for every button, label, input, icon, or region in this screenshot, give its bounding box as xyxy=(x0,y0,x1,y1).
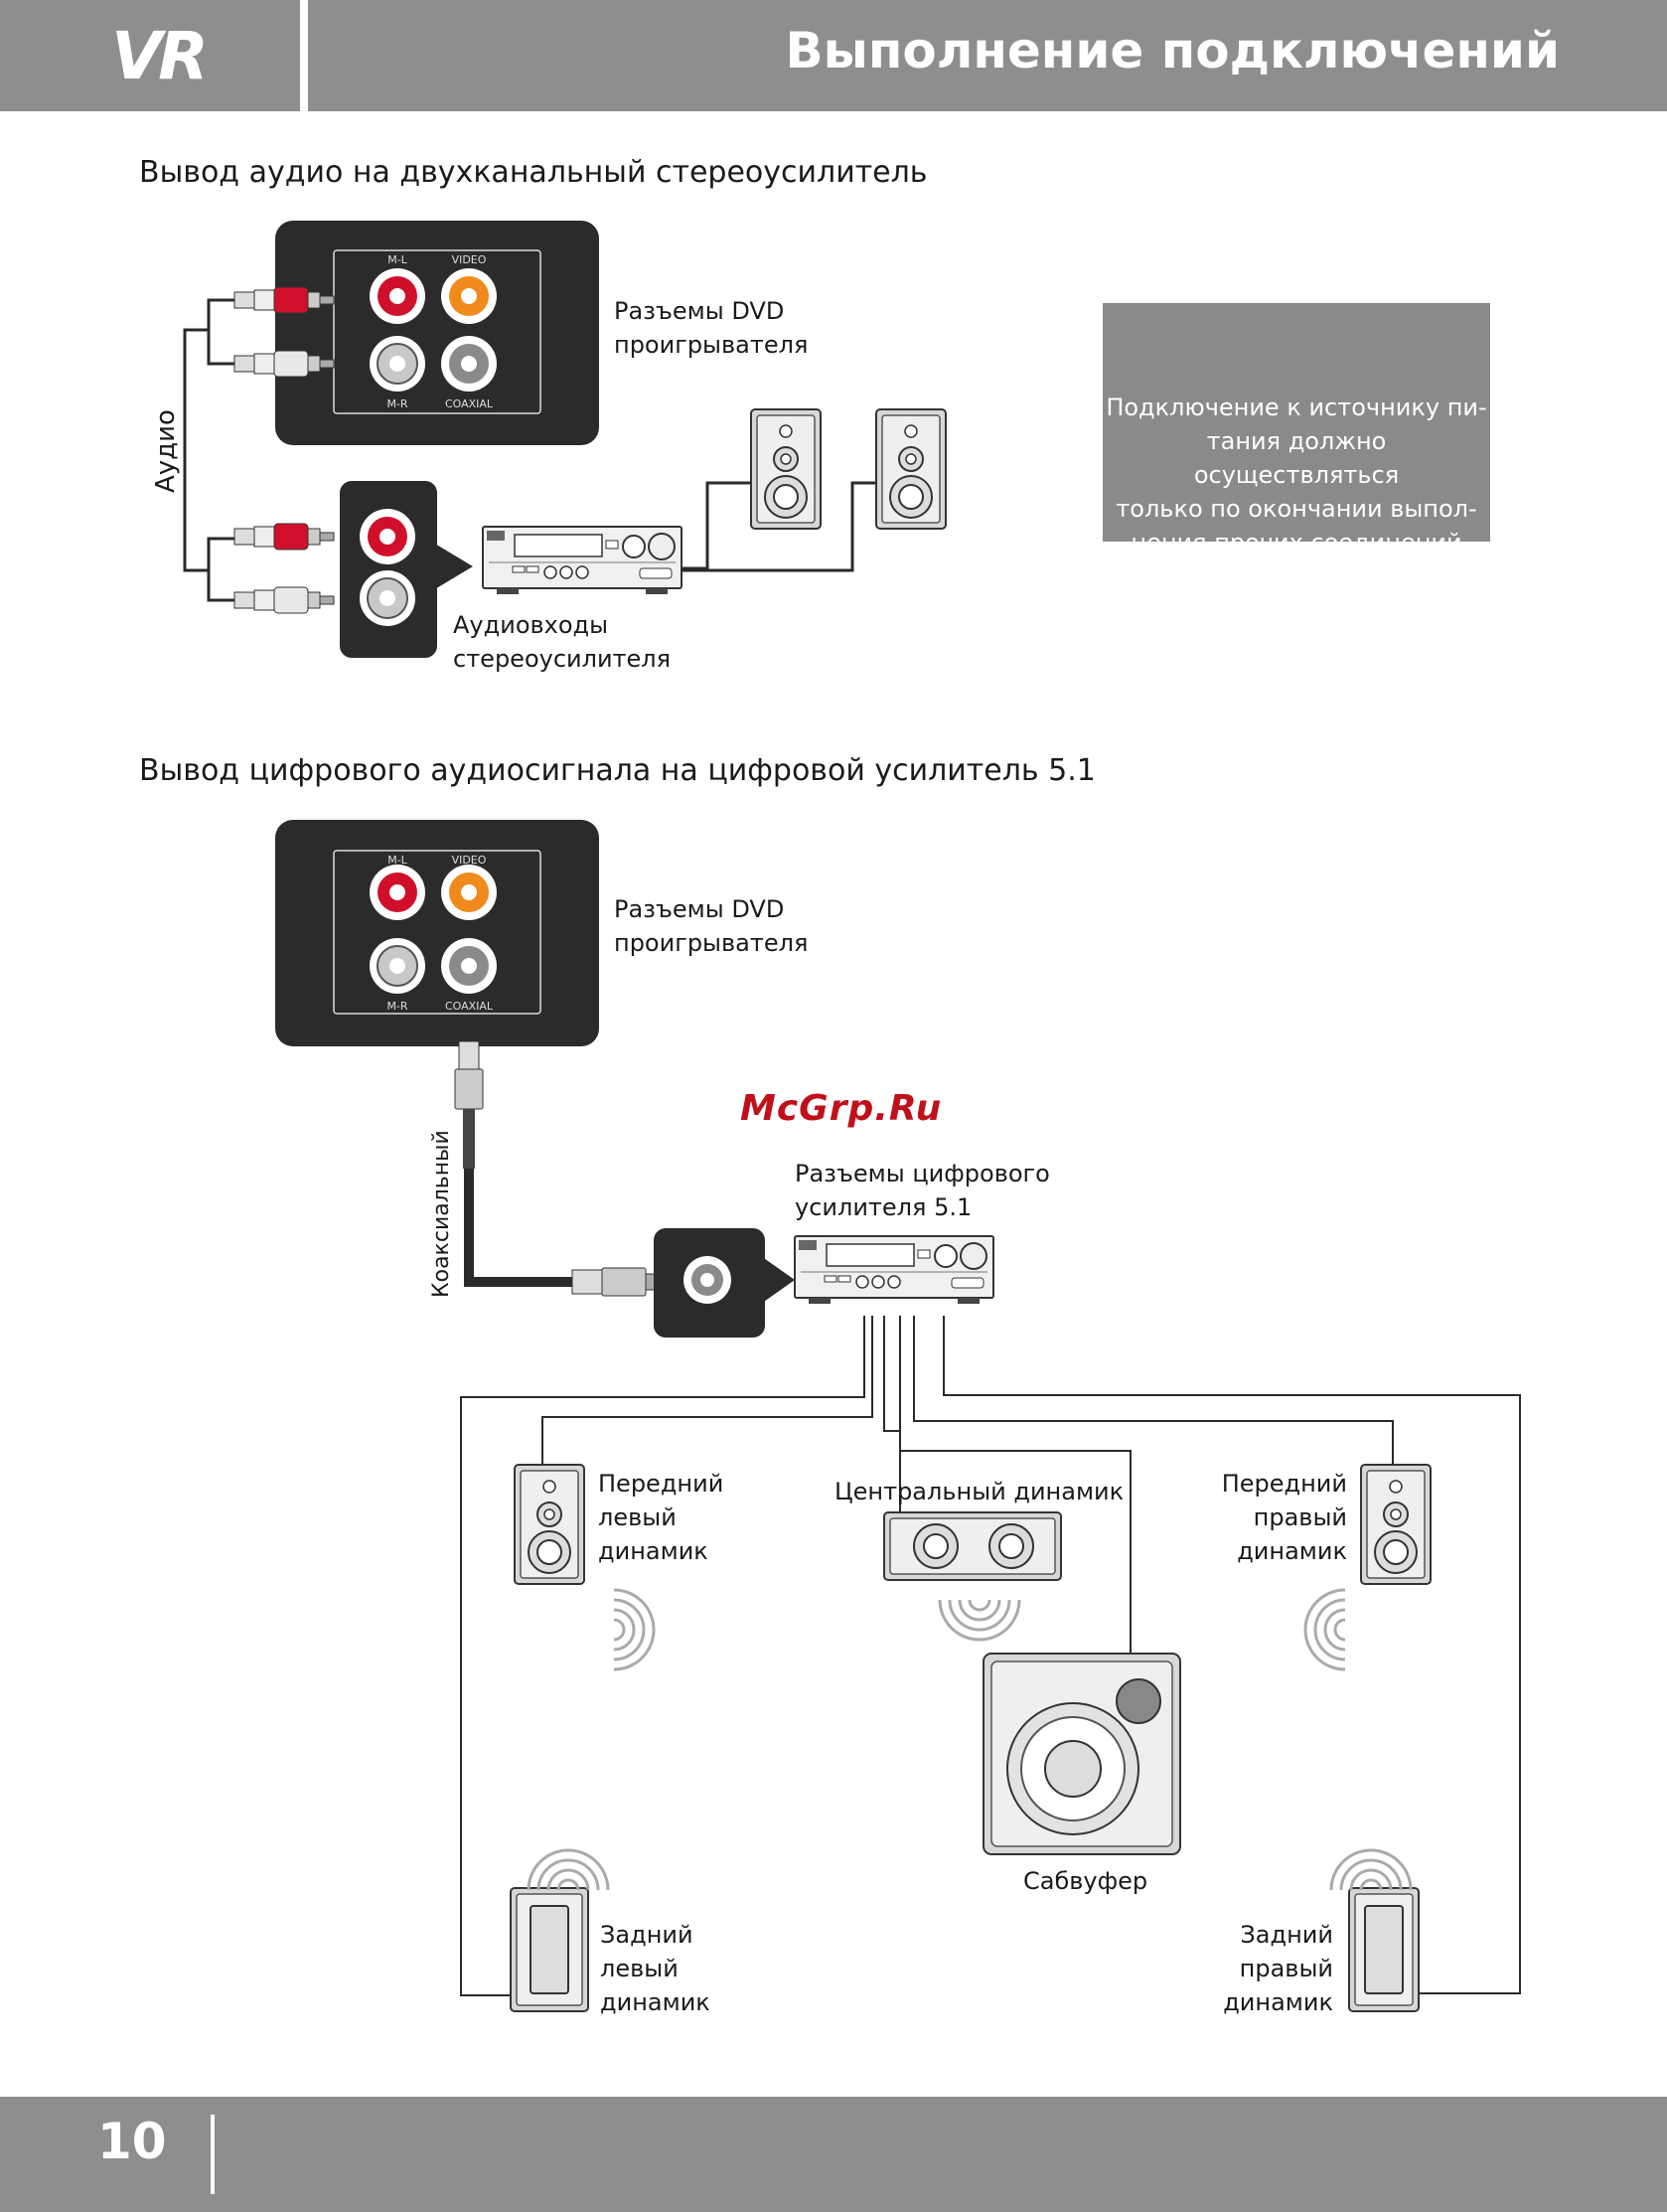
amp-label-line2: стереоусилителя xyxy=(453,645,672,673)
digital-amp-input-panel xyxy=(654,1228,795,1338)
watermark: McGrp.Ru xyxy=(740,1088,943,1129)
jack-label-video-2: VIDEO xyxy=(452,854,487,867)
dvd-label-line2: проигрывателя xyxy=(614,331,809,359)
header-divider xyxy=(300,0,308,111)
jack-label-mr: M-R xyxy=(386,397,407,410)
sound-waves-center xyxy=(938,1598,1021,1642)
jack-label-coaxial-2: COAXIAL xyxy=(445,1000,494,1013)
rear-right-label-1: Задний xyxy=(1240,1921,1333,1949)
speaker-left xyxy=(750,408,822,530)
rear-left-speaker xyxy=(510,1887,589,2012)
sound-waves-rear-right xyxy=(1329,1848,1413,1892)
speaker-wires-5-1 xyxy=(460,1316,1521,1996)
front-right-speaker xyxy=(1360,1464,1432,1585)
speaker-right xyxy=(875,408,947,530)
amp-input-panel xyxy=(340,481,473,658)
rca-plug-white-bottom xyxy=(233,586,335,614)
sound-waves-rear-left xyxy=(527,1848,610,1892)
dvd-label-line1: Разъемы DVD xyxy=(614,297,785,325)
coaxial-cable-label: Коаксиальный xyxy=(429,1130,454,1298)
subwoofer xyxy=(983,1653,1181,1855)
front-left-speaker xyxy=(514,1464,585,1585)
front-right-label-3: динамик xyxy=(1237,1537,1347,1565)
rear-left-label-2: левый xyxy=(600,1955,679,1982)
stereo-amplifier xyxy=(482,526,682,595)
digital-amp-label-line1: Разъемы цифрового xyxy=(795,1160,1050,1187)
dvd2-label-line1: Разъемы DVD xyxy=(614,895,785,923)
speaker-wire xyxy=(682,481,876,572)
front-left-label-2: левый xyxy=(598,1503,677,1531)
jack-video xyxy=(441,268,497,324)
front-right-label-2: правый xyxy=(1253,1503,1347,1531)
page-title: Выполнение подключений xyxy=(785,22,1561,79)
warning-line-2: тания должно осуществляться xyxy=(1193,427,1400,489)
dvd2-label-line2: проигрывателя xyxy=(614,929,809,957)
amp-label-line1: Аудиовходы xyxy=(453,611,609,639)
warning-line-1: Подключение к источнику пи- xyxy=(1106,394,1487,421)
center-speaker-label: Центральный динамик xyxy=(834,1478,1125,1505)
audio-cable xyxy=(183,298,238,602)
page-number: 10 xyxy=(97,2113,167,2170)
jack-label-coaxial: COAXIAL xyxy=(445,397,494,410)
rear-left-label-3: динамик xyxy=(600,1988,710,2016)
warning-line-4: нения прочих соединений xyxy=(1131,529,1462,556)
jack-mr xyxy=(370,336,425,392)
digital-amp-label-line2: усилителя 5.1 xyxy=(795,1193,973,1221)
jack-coaxial xyxy=(441,336,497,392)
subwoofer-label: Сабвуфер xyxy=(1023,1867,1148,1895)
rear-right-speaker xyxy=(1348,1887,1420,2012)
front-left-label-1: Передний xyxy=(598,1470,724,1498)
jack-label-mr-2: M-R xyxy=(386,1000,407,1013)
coaxial-cable xyxy=(454,1040,659,1297)
rca-plug-red-bottom xyxy=(233,523,335,551)
front-right-label-1: Передний xyxy=(1221,1470,1347,1498)
header-logo-area xyxy=(0,0,300,111)
jack-label-ml: M-L xyxy=(387,253,407,266)
section2-title: Вывод цифрового аудиосигнала на цифровой… xyxy=(139,753,1096,788)
audio-cable-label: Аудио xyxy=(151,409,181,493)
section1-title: Вывод аудио на двухканальный стереоусили… xyxy=(139,155,928,190)
warning-text: Подключение к источнику пи- тания должно… xyxy=(1103,391,1490,559)
warning-box xyxy=(1103,303,1490,542)
rear-right-label-2: правый xyxy=(1239,1955,1333,1982)
jack-label-video: VIDEO xyxy=(452,253,487,266)
warning-line-3: только по окончании выпол- xyxy=(1116,495,1477,523)
digital-amplifier xyxy=(794,1235,994,1305)
dvd-jack-panel-2: M-L VIDEO M-R COAXIAL xyxy=(275,820,599,1046)
front-left-label-3: динамик xyxy=(598,1537,708,1565)
footer-bar xyxy=(0,2097,1667,2212)
header-bar xyxy=(308,0,1667,111)
brand-logo: VR xyxy=(111,18,209,94)
jack-ml xyxy=(370,268,425,324)
rear-left-label-1: Задний xyxy=(600,1921,693,1949)
jack-label-ml-2: M-L xyxy=(387,854,407,867)
footer-divider xyxy=(211,2115,215,2194)
rear-right-label-3: динамик xyxy=(1223,1988,1333,2016)
dvd-jack-panel: M-L VIDEO M-R COAXIAL xyxy=(275,221,599,445)
sound-waves-front-right xyxy=(1303,1588,1347,1671)
sound-waves-front-left xyxy=(612,1588,656,1671)
center-speaker xyxy=(883,1511,1062,1581)
